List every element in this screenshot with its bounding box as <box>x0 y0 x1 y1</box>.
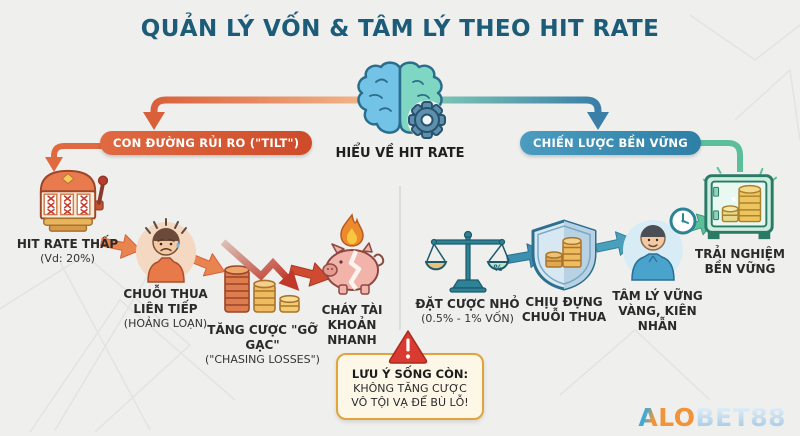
shield-coins-icon <box>531 219 597 291</box>
step-label: CHỊU ĐỰNG CHUỖI THUA <box>521 295 607 324</box>
step-label: TĂNG CƯỢC "GỠ GẠC" <box>207 323 318 352</box>
arrow-right-icon <box>100 234 142 259</box>
warning-triangle-icon <box>388 330 428 364</box>
step-label: CHÁY TÀI KHOẢN NHANH <box>321 303 383 347</box>
left-path-header: CON ĐƯỜNG RỦI RO ("TILT") <box>100 131 313 155</box>
logo-letter-a: A <box>638 403 659 432</box>
step-account-burn: CHÁY TÀI KHOẢN NHANH <box>302 212 402 348</box>
safe-vault-icon <box>702 164 778 240</box>
step-steady-mindset: TÂM LÝ VỮNG VÀNG, KIÊN NHẪN <box>610 204 705 334</box>
step-losing-streak: CHUỖI THUA LIÊN TIẾP (HOẢNG LOẠN) <box>118 212 213 331</box>
step-hit-rate-low: HIT RATE THẤP (Vd: 20%) <box>15 166 120 266</box>
step-label: ĐẶT CƯỢC NHỎ <box>415 297 520 311</box>
right-path-header: CHIẾN LƯỢC BỀN VỮNG <box>520 131 701 155</box>
step-label: HIT RATE THẤP <box>16 237 119 251</box>
page-title: QUẢN LÝ VỐN & TÂM LÝ THEO HIT RATE <box>140 16 660 42</box>
svg-text:%: % <box>493 264 502 274</box>
warning-line-1: KHÔNG TĂNG CƯỢC <box>353 381 467 395</box>
step-small-bets: % ĐẶT CƯỢC NHỎ (0.5% - 1% VỐN) <box>415 228 520 326</box>
slot-machine-icon <box>39 169 108 232</box>
panicked-person-icon <box>135 218 196 283</box>
warning-box: LƯU Ý SỐNG CÒN: KHÔNG TĂNG CƯỢC VÔ TỘI V… <box>336 353 484 420</box>
step-label: CHUỖI THUA LIÊN TIẾP <box>123 287 208 316</box>
step-chasing-losses: TĂNG CƯỢC "GỠ GẠC" ("CHASING LOSSES") <box>205 238 320 367</box>
warning-title: LƯU Ý SỐNG CÒN: <box>351 367 469 381</box>
step-sustainable-experience: TRẢI NGHIỆM BỀN VỮNG <box>693 164 787 277</box>
step-sublabel: (Vd: 20%) <box>40 252 95 265</box>
balance-scale-icon: % <box>424 230 510 293</box>
warning-line-2: VÔ TỘI VẠ ĐỂ BÙ LỖ! <box>351 396 469 410</box>
brand-logo: ALOBET88 <box>638 403 786 432</box>
step-label: TÂM LÝ VỮNG VÀNG, KIÊN NHẪN <box>612 289 703 333</box>
burning-piggy-bank-icon <box>322 213 385 295</box>
logo-letters-bet88: BET88 <box>695 403 786 432</box>
brain-gear-icon <box>357 61 447 140</box>
step-endure-losses: CHỊU ĐỰNG CHUỖI THUA <box>518 218 610 325</box>
step-sublabel: (0.5% - 1% VỐN) <box>421 312 514 325</box>
shrinking-coin-stacks-icon <box>220 239 300 313</box>
step-sublabel: (HOẢNG LOẠN) <box>123 317 208 330</box>
step-sublabel: ("CHASING LOSSES") <box>205 353 320 366</box>
logo-letters-lo: LO <box>658 403 696 432</box>
calm-person-clock-icon <box>622 207 696 281</box>
center-node-label: HIỂU VỀ HIT RATE <box>335 146 465 161</box>
step-label: TRẢI NGHIỆM BỀN VỮNG <box>695 247 785 276</box>
